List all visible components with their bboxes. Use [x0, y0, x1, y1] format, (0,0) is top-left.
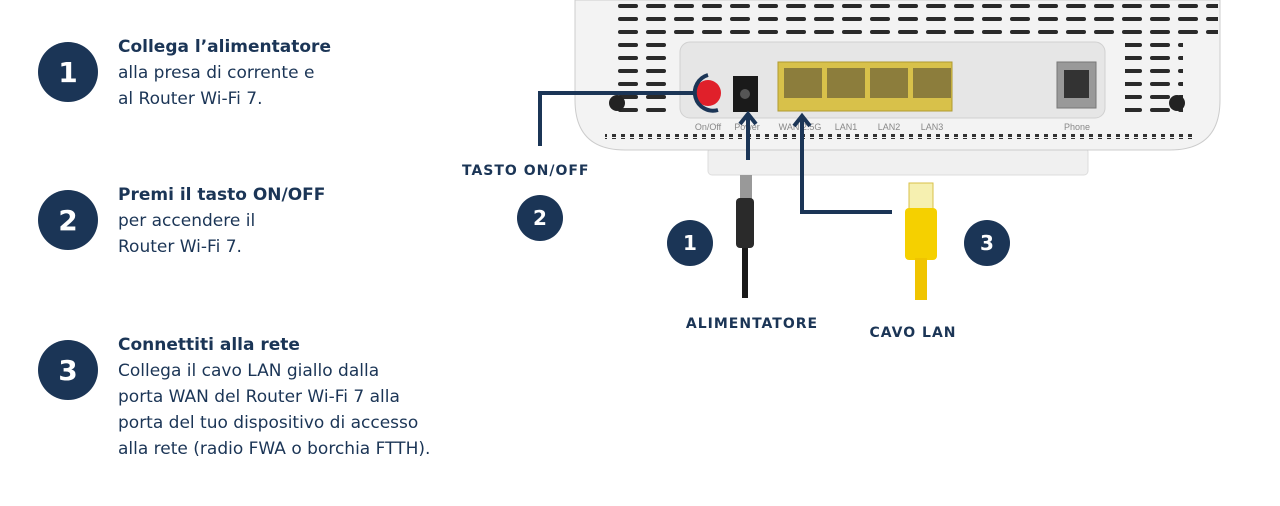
callout-line: [538, 91, 695, 146]
step-number-badge: 2: [38, 190, 98, 250]
step-title: Connettiti alla rete: [118, 335, 300, 355]
step-text: al Router Wi-Fi 7.: [118, 89, 263, 109]
vent-grille: [618, 42, 673, 112]
step-text: porta del tuo dispositivo di accesso: [118, 413, 419, 433]
port-label: LAN2: [878, 122, 901, 132]
power-button-ring: [692, 73, 719, 113]
arrow-icon: [738, 110, 758, 160]
step-number-badge: 1: [38, 42, 98, 102]
power-plug: [740, 175, 752, 200]
step-title: Collega l’alimentatore: [118, 37, 331, 57]
label-power-button: TASTO ON/OFF: [462, 163, 589, 179]
svg-text:3: 3: [980, 231, 994, 255]
lan1-port: [827, 68, 865, 98]
svg-text:1: 1: [683, 231, 697, 255]
step-1: 1 Collega l’alimentatore alla presa di c…: [38, 37, 331, 112]
label-power-supply: ALIMENTATORE: [686, 316, 818, 332]
svg-text:2: 2: [533, 206, 547, 230]
step-text: Collega il cavo LAN giallo dalla: [118, 361, 380, 381]
router-stand: [707, 147, 1089, 176]
step-3: 3 Connettiti alla rete Collega il cavo L…: [38, 335, 431, 462]
port-label: On/Off: [695, 122, 722, 132]
callout-badge-3: [964, 220, 1010, 266]
port-label: LAN3: [921, 122, 944, 132]
screw: [609, 95, 625, 111]
lan-connector: [908, 182, 934, 210]
lan-cable: [915, 258, 927, 300]
label-lan-cable: CAVO LAN: [870, 325, 957, 341]
port-label: LAN1: [835, 122, 858, 132]
power-cable: [742, 248, 748, 298]
arrow-icon: [792, 112, 892, 214]
power-button[interactable]: [695, 80, 721, 106]
step-text: porta WAN del Router Wi-Fi 7 alla: [118, 387, 400, 407]
step-text: alla rete (radio FWA o borchia FTTH).: [118, 439, 431, 459]
lan2-port: [870, 68, 908, 98]
screw: [1169, 95, 1185, 111]
callout-badge-1: [667, 220, 713, 266]
port-label: Phone: [1064, 122, 1090, 132]
step-text: per accendere il: [118, 211, 256, 231]
step-text: alla presa di corrente e: [118, 63, 315, 83]
step-text: Router Wi-Fi 7.: [118, 237, 242, 257]
wan-port: [784, 68, 822, 98]
step-title: Premi il tasto ON/OFF: [118, 185, 326, 205]
lan3-port: [913, 68, 951, 98]
step-number-badge: 3: [38, 340, 98, 400]
callout-badge-2: [517, 195, 563, 241]
step-2: 2 Premi il tasto ON/OFF per accendere il…: [38, 185, 325, 260]
vent-dots: [605, 134, 1195, 139]
vent-grille: [618, 0, 1218, 40]
lan-boot: [905, 208, 937, 260]
